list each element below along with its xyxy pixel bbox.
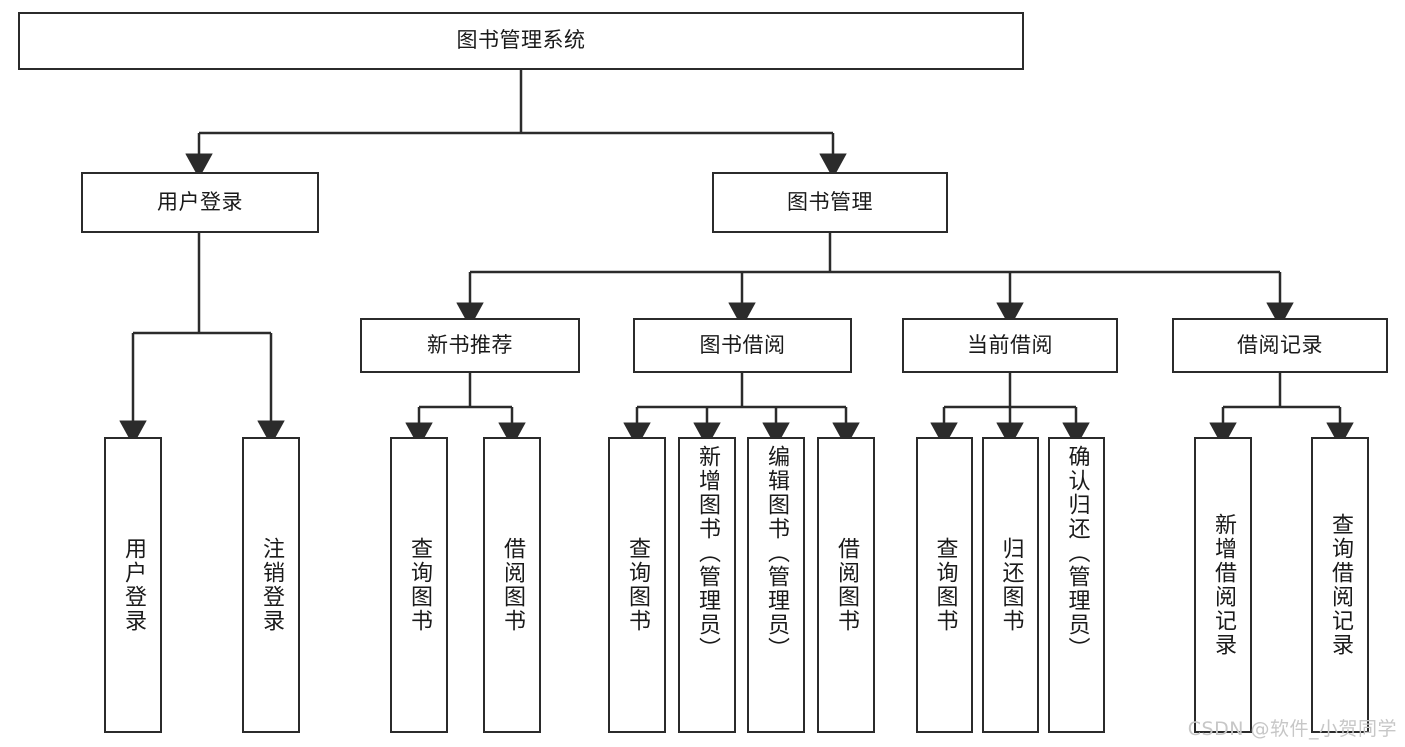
node-label: 新书推荐: [427, 332, 513, 357]
node-label: 图书管理系统: [456, 28, 586, 53]
watermark-text: CSDN @软件_小贺同学: [1187, 718, 1397, 740]
leaf-current-borrow-return-books[interactable]: 归还图书: [982, 437, 1039, 733]
node-label: 新增借阅记录: [1211, 513, 1236, 657]
node-label: 借阅记录: [1237, 332, 1323, 357]
node-label: 借阅图书: [500, 537, 525, 633]
node-label: 用户登录: [157, 189, 243, 214]
node-label: 查询图书: [407, 537, 432, 633]
node-label: 用户登录: [121, 537, 146, 633]
leaf-user-login-logout[interactable]: 注销登录: [242, 437, 300, 733]
leaf-book-borrow-query-books[interactable]: 查询图书: [608, 437, 666, 733]
node-label: 新增图书（管理员）: [695, 445, 720, 661]
node-label: 查询借阅记录: [1328, 513, 1353, 657]
node-book-management[interactable]: 图书管理: [712, 172, 948, 233]
node-label: 查询图书: [932, 537, 958, 633]
leaf-book-borrow-borrow-books[interactable]: 借阅图书: [817, 437, 875, 733]
leaf-new-book-query-books[interactable]: 查询图书: [390, 437, 448, 733]
node-label: 归还图书: [998, 537, 1024, 633]
leaf-book-borrow-add-book-admin[interactable]: 新增图书（管理员）: [678, 437, 736, 733]
leaf-borrow-record-add-record[interactable]: 新增借阅记录: [1194, 437, 1252, 733]
node-label: 注销登录: [259, 537, 284, 633]
node-label: 确认归还（管理员）: [1064, 445, 1090, 661]
node-user-login[interactable]: 用户登录: [81, 172, 319, 233]
node-borrowing-records[interactable]: 借阅记录: [1172, 318, 1388, 373]
leaf-new-book-borrow-books[interactable]: 借阅图书: [483, 437, 541, 733]
leaf-borrow-record-query-record[interactable]: 查询借阅记录: [1311, 437, 1369, 733]
node-new-book-recommendation[interactable]: 新书推荐: [360, 318, 580, 373]
node-label: 当前借阅: [967, 332, 1053, 357]
node-label: 图书借阅: [699, 332, 786, 357]
node-book-borrowing[interactable]: 图书借阅: [633, 318, 852, 373]
leaf-book-borrow-edit-book-admin[interactable]: 编辑图书（管理员）: [747, 437, 805, 733]
node-label: 图书管理: [787, 189, 873, 214]
node-root-book-management-system[interactable]: 图书管理系统: [18, 12, 1024, 70]
node-current-borrowing[interactable]: 当前借阅: [902, 318, 1118, 373]
leaf-current-borrow-confirm-return-admin[interactable]: 确认归还（管理员）: [1048, 437, 1105, 733]
node-label: 查询图书: [625, 537, 650, 633]
leaf-user-login-login[interactable]: 用户登录: [104, 437, 162, 733]
node-label: 编辑图书（管理员）: [764, 445, 789, 661]
leaf-current-borrow-query-books[interactable]: 查询图书: [916, 437, 973, 733]
node-label: 借阅图书: [834, 537, 859, 633]
